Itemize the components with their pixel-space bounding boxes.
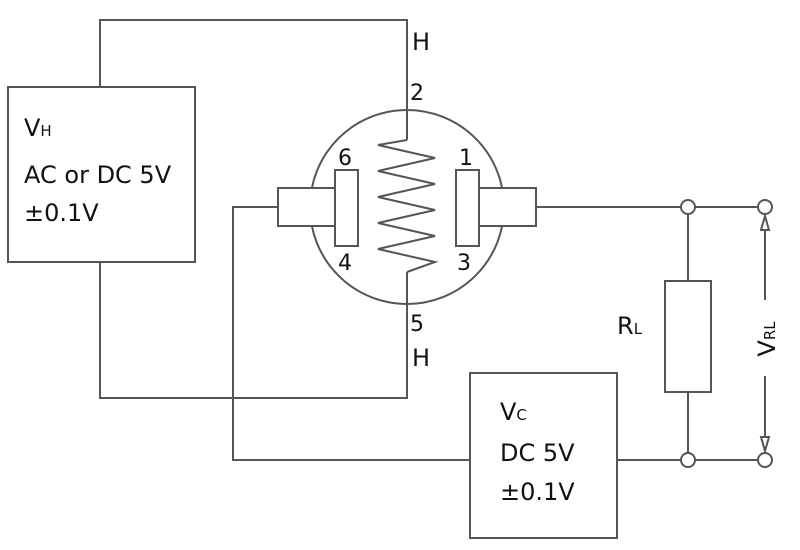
vc-supply-box xyxy=(469,372,618,539)
heater-label-top: H xyxy=(412,28,430,56)
vrl-arrowhead-bottom xyxy=(759,436,771,455)
output-terminal-bottom xyxy=(757,452,773,468)
vh-supply-box xyxy=(7,86,196,263)
vc-label: VC xyxy=(500,398,527,426)
heater-top-wire xyxy=(99,19,408,140)
vrl-label: VRL xyxy=(753,321,781,357)
pin-6-label: 6 xyxy=(338,146,352,171)
pin-5-label: 5 xyxy=(410,312,424,337)
right-terminal xyxy=(478,187,537,227)
left-terminal xyxy=(277,187,336,227)
vc-tolerance: ±0.1V xyxy=(500,478,575,506)
vh-tolerance: ±0.1V xyxy=(24,199,99,227)
load-resistor xyxy=(664,280,712,393)
vh-label: VH xyxy=(24,114,52,142)
left-electrode-plate xyxy=(334,169,359,247)
electrode-left-wire xyxy=(232,206,470,461)
rl-label: RL xyxy=(617,312,643,340)
vh-rating: AC or DC 5V xyxy=(24,161,172,189)
pin-2-label: 2 xyxy=(410,81,424,106)
heater-label-bottom: H xyxy=(412,344,430,372)
pin-3-label: 3 xyxy=(457,251,471,276)
pin-4-label: 4 xyxy=(338,251,352,276)
heater-coil xyxy=(377,139,439,273)
right-electrode-plate xyxy=(455,169,480,247)
vrl-arrowhead-top xyxy=(759,212,771,231)
output-terminal-top xyxy=(757,199,773,215)
junction-bottom xyxy=(680,452,696,468)
heater-bottom-wire xyxy=(99,262,408,399)
junction-top xyxy=(680,199,696,215)
pin-1-label: 1 xyxy=(459,146,473,171)
vc-rating: DC 5V xyxy=(500,439,575,467)
